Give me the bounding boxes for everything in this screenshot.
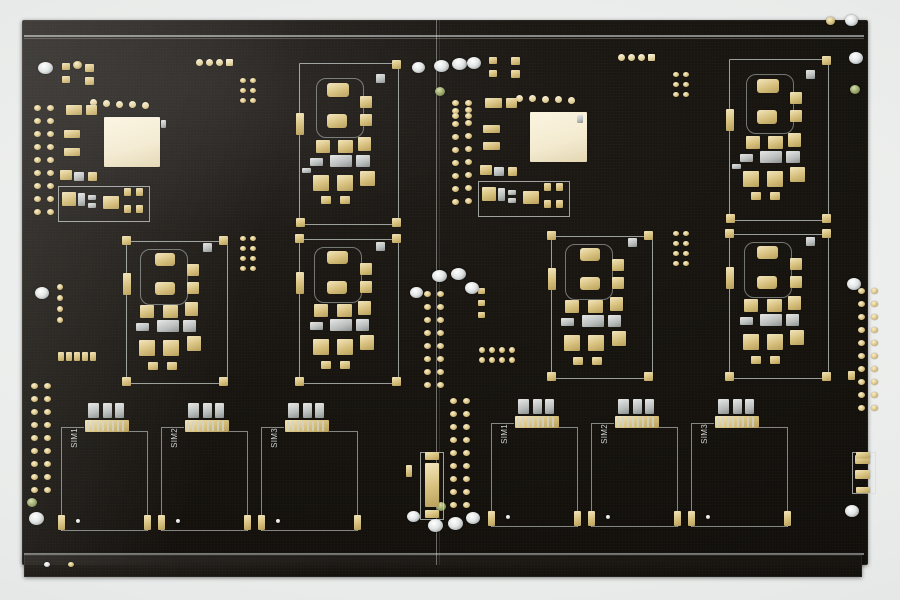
smd-pad: [406, 465, 412, 477]
processor-thermal-pad: [104, 117, 160, 167]
mounting-hole: [849, 52, 863, 64]
smd-pad: [85, 64, 94, 72]
smd-pad: [85, 77, 94, 85]
module-pin-pad: [555, 96, 562, 103]
smd-pad: [489, 70, 497, 77]
smd-pad: [511, 57, 520, 65]
mounting-hole: [847, 278, 861, 290]
mounting-hole: [410, 287, 423, 298]
smd-pad: [62, 63, 70, 70]
mounting-hole: [845, 505, 859, 517]
module-pin-pad: [90, 99, 97, 106]
panel-bottom-rail: [24, 555, 862, 577]
mounting-hole: [412, 62, 425, 73]
smd-pad: [855, 455, 870, 464]
mounting-hole: [432, 270, 447, 282]
module-pin-pad: [542, 96, 549, 103]
mounting-hole: [448, 517, 463, 530]
module-pin-pad: [116, 101, 123, 108]
smd-pad: [64, 148, 80, 156]
mounting-hole: [845, 15, 858, 26]
smd-pad: [64, 130, 80, 138]
mounting-hole: [451, 268, 466, 280]
mounting-hole: [428, 519, 443, 532]
mounting-hole-gold: [826, 17, 835, 25]
smd-pad: [66, 105, 82, 115]
test-pad-green: [436, 502, 446, 511]
fiducial-mark: [577, 115, 583, 123]
mounting-hole: [434, 60, 449, 72]
module-pin-pad: [516, 95, 523, 102]
mounting-hole: [35, 287, 49, 299]
mounting-hole: [466, 512, 480, 524]
module-pin-pad: [568, 97, 575, 104]
mounting-hole: [452, 58, 467, 70]
module-pin-pad: [129, 101, 136, 108]
module-pin-pad: [103, 100, 110, 107]
mounting-hole: [44, 562, 50, 567]
module-pin-pad: [142, 102, 149, 109]
test-pad-green: [27, 498, 37, 507]
bottom-v-score-line: [24, 553, 864, 555]
panel-center-seam: [436, 20, 438, 565]
mounting-hole-gold: [73, 61, 82, 69]
smd-pad: [511, 70, 520, 78]
mounting-hole: [465, 282, 479, 294]
silk-label-sim2: SIM2: [170, 428, 179, 448]
smd-pad: [855, 470, 870, 479]
top-v-score-line: [24, 35, 864, 37]
mounting-hole: [467, 57, 481, 69]
top-v-score-shadow: [24, 38, 864, 39]
smd-pad: [86, 105, 97, 115]
silk-label-sim1: SIM1: [500, 424, 509, 444]
module-pin-pad: [529, 95, 536, 102]
silk-label-sim1: SIM1: [70, 428, 79, 448]
silk-label-sim3: SIM3: [270, 428, 279, 448]
smd-pad: [62, 76, 70, 83]
silk-label-sim3: SIM3: [700, 424, 709, 444]
mounting-hole: [407, 511, 420, 522]
test-pad-green: [435, 87, 445, 96]
silk-label-sim2: SIM2: [600, 424, 609, 444]
smd-pad: [483, 125, 500, 133]
smd-pad: [489, 57, 497, 64]
mounting-hole: [38, 62, 53, 74]
smd-pad: [485, 98, 502, 108]
test-pad-green: [850, 85, 860, 94]
smd-pad: [483, 142, 500, 150]
smd-pad: [506, 98, 517, 108]
fiducial-mark: [161, 120, 166, 128]
mounting-hole-gold: [68, 562, 74, 567]
mounting-hole: [29, 512, 44, 525]
smd-pad: [848, 371, 855, 380]
